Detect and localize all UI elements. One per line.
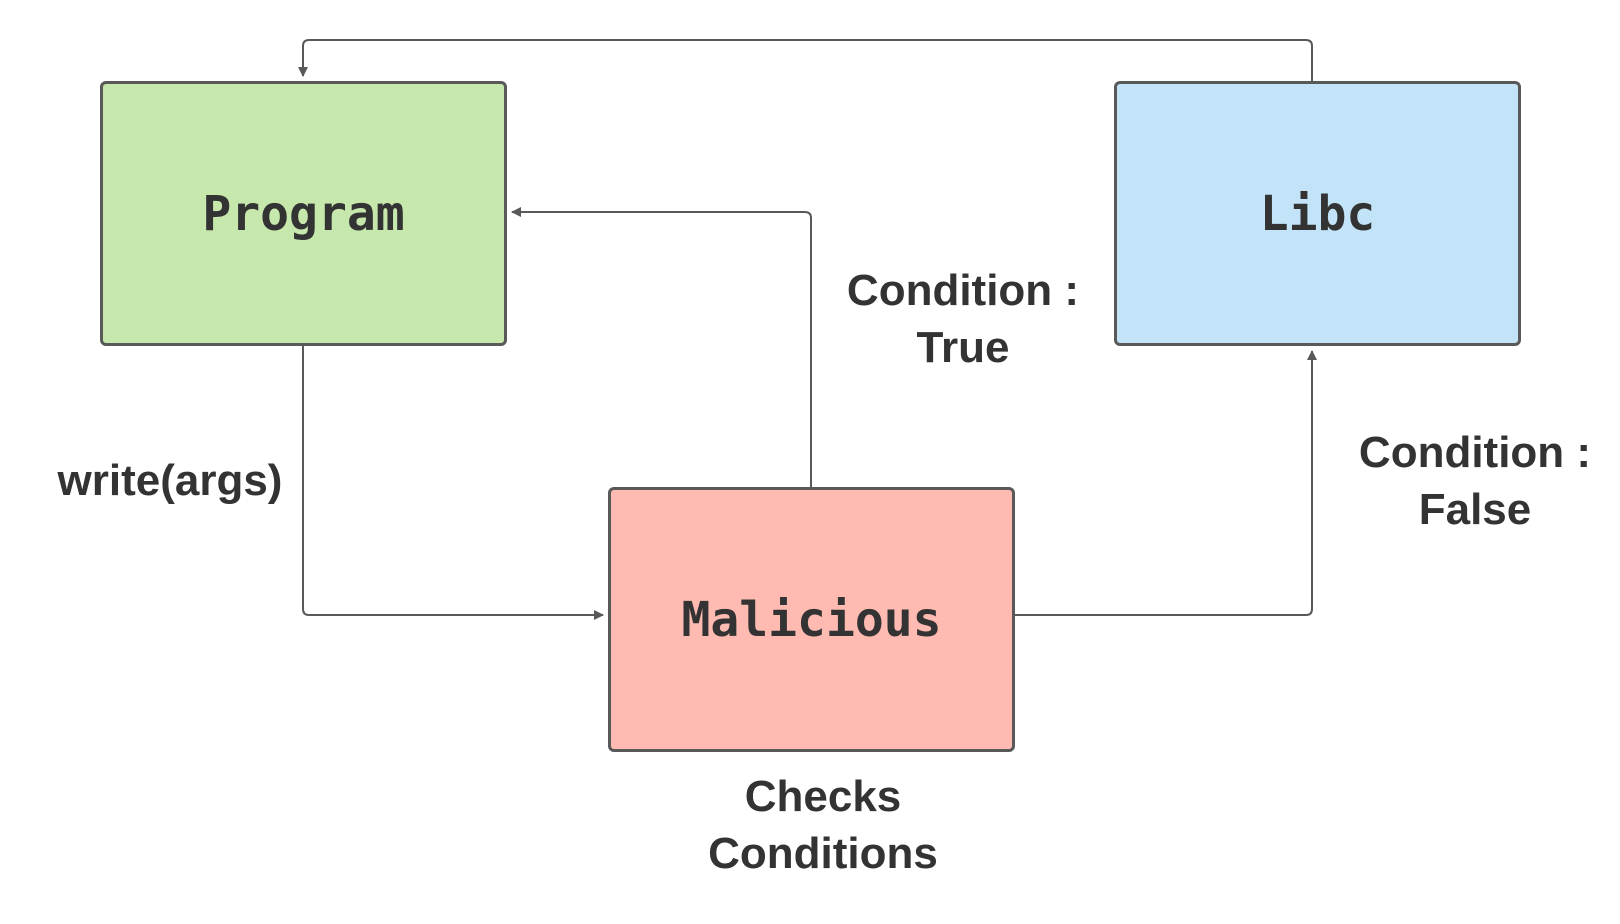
malicious-node: Malicious [608, 487, 1015, 752]
program-node-label: Program [202, 185, 405, 242]
libc-node-label: Libc [1259, 185, 1376, 242]
program-node: Program [100, 81, 507, 346]
edge-malicious-to-program [511, 207, 812, 487]
condition-false-line2: False [1418, 485, 1532, 534]
write-args-label: write(args) [50, 452, 290, 509]
checks-conditions-line2: Conditions [708, 829, 938, 878]
malicious-node-label: Malicious [681, 591, 942, 648]
condition-false-label: Condition : False [1335, 424, 1615, 538]
condition-true-line1: Condition : [846, 266, 1080, 315]
write-args-text: write(args) [57, 456, 283, 505]
checks-conditions-label: Checks Conditions [668, 768, 978, 882]
libc-node: Libc [1114, 81, 1521, 346]
condition-false-line1: Condition : [1358, 428, 1592, 477]
edge-malicious-to-libc [1015, 350, 1317, 616]
checks-conditions-line1: Checks [744, 772, 902, 821]
edge-libc-to-program [298, 39, 1313, 81]
edge-program-to-malicious [302, 346, 604, 620]
condition-true-label: Condition : True [818, 262, 1108, 376]
condition-true-line2: True [916, 323, 1010, 372]
